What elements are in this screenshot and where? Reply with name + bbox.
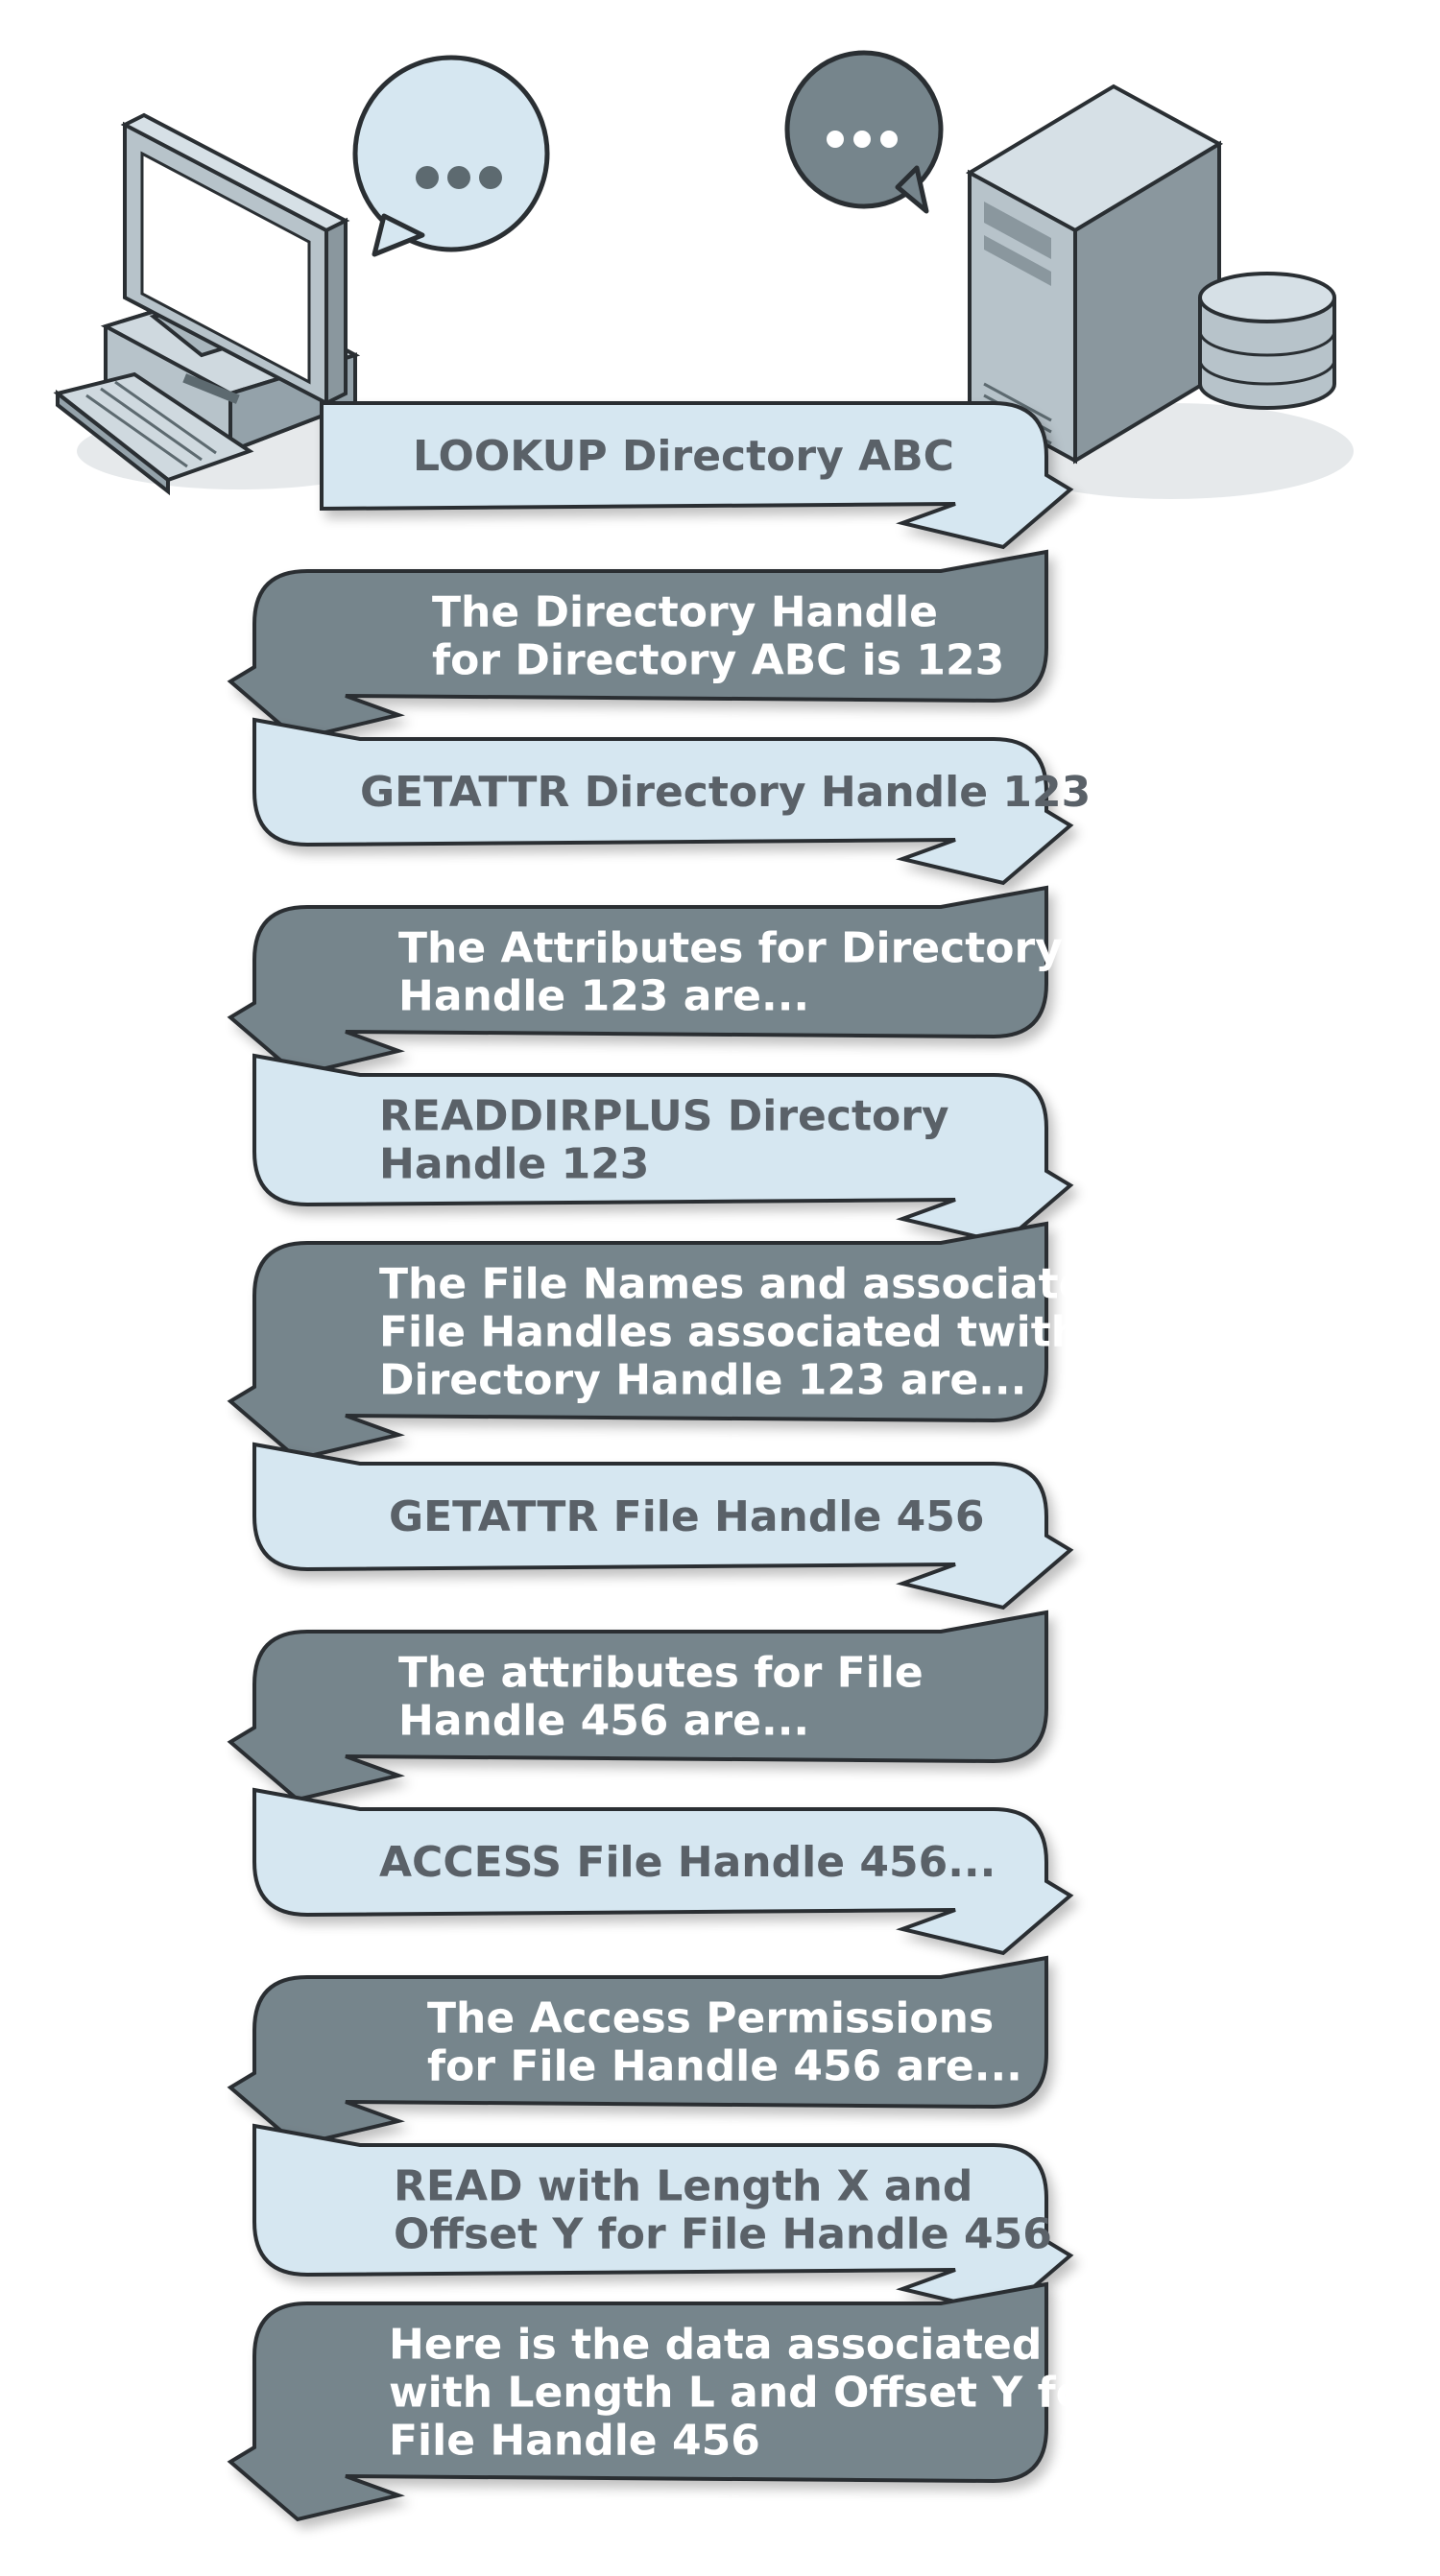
request-arrow: GETATTR File Handle 456 (252, 1442, 1074, 1610)
response-label-line: with Length L and Offset Y for (389, 2369, 1106, 2418)
request-arrow: ACCESS File Handle 456... (252, 1787, 1074, 1956)
response-label-line: The Attributes for Directory (398, 924, 1063, 973)
request-label-line: ACCESS File Handle 456... (379, 1838, 996, 1887)
message-sequence: LOOKUP Directory ABC The Directory Handle… (227, 401, 1117, 2522)
request-label-line: Handle 123 (379, 1140, 649, 1189)
response-label-line: Handle 456 are... (398, 1697, 809, 1746)
request-label-line: GETATTR File Handle 456 (389, 1492, 984, 1541)
server-speech-bubble-icon (784, 50, 944, 214)
response-label-line: for Directory ABC is 123 (432, 636, 1004, 685)
response-label-line: File Handle 456 (389, 2417, 760, 2466)
request-label-line: READ with Length X and (394, 2162, 972, 2211)
request-arrow: GETATTR Directory Handle 123 (252, 717, 1091, 886)
database-icon (1198, 272, 1336, 410)
request-label-line: Offset Y for File Handle 456 (394, 2210, 1052, 2259)
request-label-line: READDIRPLUS Directory (379, 1092, 949, 1141)
response-label-line: The File Names and associated (379, 1260, 1117, 1309)
response-label-line: Here is the data associated (389, 2321, 1042, 2370)
request-label-line: GETATTR Directory Handle 123 (360, 768, 1091, 817)
client-speech-bubble-icon (352, 55, 550, 257)
response-label-line: File Handles associated twith (379, 1308, 1081, 1357)
response-label-line: The Access Permissions (427, 1994, 994, 2043)
response-label-line: Handle 123 are... (398, 972, 809, 1021)
server-tower-icon (965, 83, 1354, 499)
response-label-line: Directory Handle 123 are... (379, 1356, 1026, 1405)
response-label-line: for File Handle 456 are... (427, 2042, 1022, 2091)
request-arrow: LOOKUP Directory ABC (320, 401, 1074, 550)
response-label-line: The Directory Handle (432, 588, 938, 637)
response-label-line: The attributes for File (398, 1649, 924, 1698)
desktop-computer-icon (53, 112, 403, 496)
request-label-line: LOOKUP Directory ABC (413, 432, 954, 481)
